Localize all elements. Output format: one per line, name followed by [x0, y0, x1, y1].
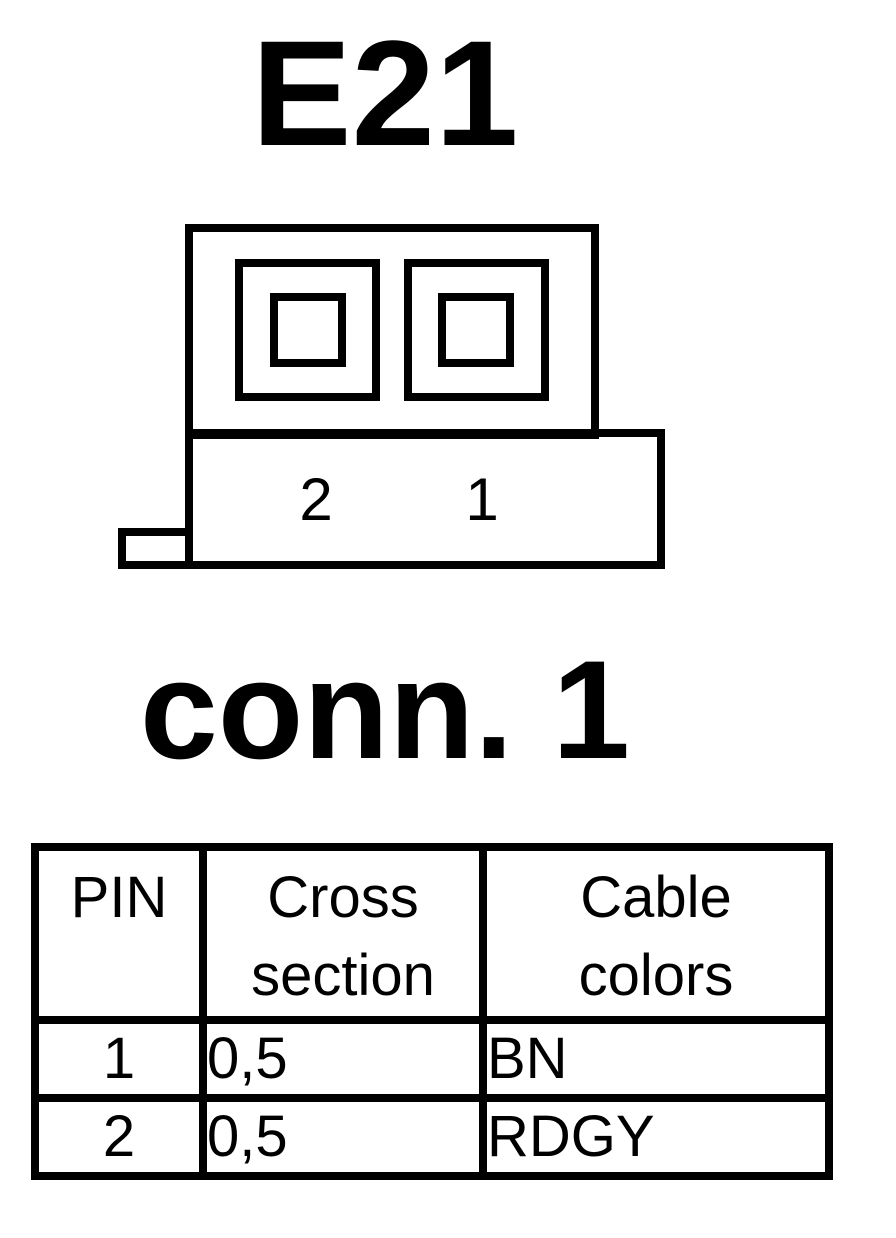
pin-table: PIN Cross section Cable colors 1 0,5 BN …: [31, 843, 833, 1180]
pin-cell: 1: [31, 1016, 207, 1102]
pin-table-header-row: PIN Cross section Cable colors: [31, 843, 833, 1024]
pin-cavity-2: [235, 259, 380, 401]
connector-label: conn. 1: [139, 631, 631, 788]
table-row: 2 0,5 RDGY: [31, 1094, 833, 1180]
connector-lower-body: [185, 429, 665, 569]
pin-cell: 2: [31, 1094, 207, 1180]
pin-number-label: 2: [299, 466, 332, 533]
cable-color-cell: RDGY: [479, 1094, 833, 1180]
cross-section-cell: 0,5: [199, 1094, 487, 1180]
header-cross-section: Cross section: [199, 843, 487, 1024]
pin-cavity-1: [404, 259, 549, 401]
pin-contact-1: [438, 293, 514, 367]
connector-diagram: 2 1: [118, 224, 665, 569]
cable-color-cell: BN: [479, 1016, 833, 1102]
pin-contact-2: [270, 293, 346, 367]
header-pin: PIN: [31, 843, 207, 1024]
cross-section-cell: 0,5: [199, 1016, 487, 1102]
pin-number-label: 1: [465, 466, 498, 533]
connector-title: E21: [251, 9, 519, 177]
table-row: 1 0,5 BN: [31, 1016, 833, 1102]
connector-latch-tab: [118, 528, 193, 569]
header-cable-colors: Cable colors: [479, 843, 833, 1024]
